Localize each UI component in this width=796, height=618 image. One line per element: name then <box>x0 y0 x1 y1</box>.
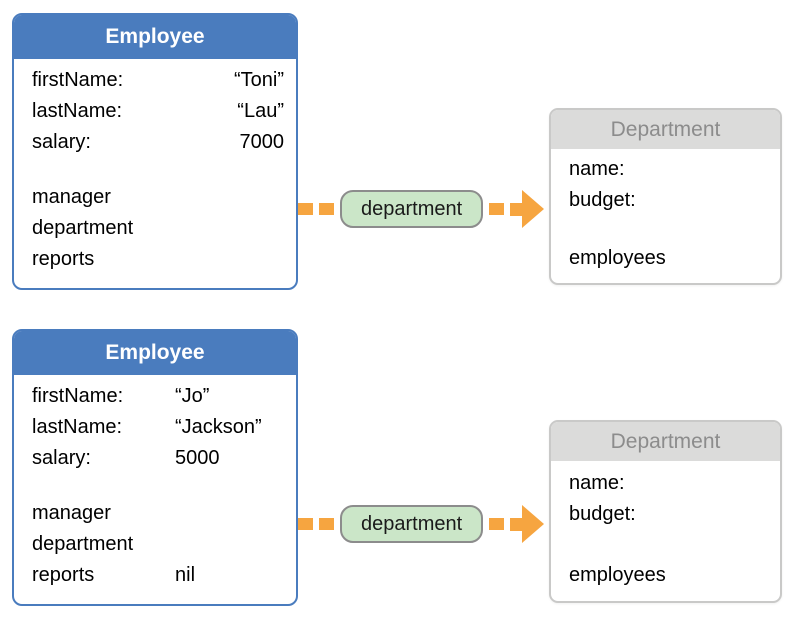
employee-card-body: firstName: “Toni” lastName: “Lau” salary… <box>14 59 296 275</box>
attribute-row: budget: <box>569 185 770 216</box>
attribute-label: budget: <box>569 503 636 525</box>
relationship-name: reports <box>32 564 95 586</box>
attribute-label: firstName: <box>32 69 124 91</box>
attribute-value: “Toni” <box>233 69 284 91</box>
relationship-name: department <box>32 217 134 239</box>
dash-segment <box>489 518 505 530</box>
department-card-title: Department <box>551 422 780 461</box>
row-spacer <box>569 216 770 243</box>
attribute-row: name: <box>569 154 770 185</box>
attribute-label: budget: <box>569 189 636 211</box>
arrow-head <box>522 505 545 543</box>
arrow-right-icon <box>510 190 545 228</box>
attribute-value: “Jo” <box>175 385 210 407</box>
relationship-row: employees <box>569 560 770 591</box>
attribute-label: lastName: <box>32 100 123 122</box>
relationship-row: employees <box>569 243 770 274</box>
dash-segment <box>298 203 313 215</box>
attribute-label: name: <box>569 472 625 494</box>
dash-segment <box>298 518 313 530</box>
department-card-top: Department name: budget: employees <box>549 108 782 285</box>
dash-segment <box>319 203 334 215</box>
attribute-row: lastName: “Jackson” <box>32 412 284 443</box>
employee-card-body: firstName: “Jo” lastName: “Jackson” sala… <box>14 375 296 591</box>
relationship-name: reports <box>32 248 95 270</box>
attribute-row: firstName: “Toni” <box>32 65 284 96</box>
attribute-row: firstName: “Jo” <box>32 381 284 412</box>
attribute-label: lastName: <box>32 416 123 438</box>
relationship-row: reports nil <box>32 560 284 591</box>
relationship-name: employees <box>569 247 666 269</box>
relationship-name: employees <box>569 564 666 586</box>
department-card-bottom: Department name: budget: employees <box>549 420 782 603</box>
attribute-value: “Lau” <box>237 100 284 122</box>
employee-card-title: Employee <box>14 15 296 59</box>
row-spacer <box>569 530 770 560</box>
attribute-label: salary: <box>32 447 91 469</box>
relationship-name: manager <box>32 186 111 208</box>
relationship-row: department <box>32 213 284 244</box>
attribute-row: name: <box>569 468 770 499</box>
relationship-connector-top: department <box>298 190 548 228</box>
attribute-value: “Jackson” <box>175 416 262 438</box>
employee-card-top: Employee firstName: “Toni” lastName: “La… <box>12 13 298 290</box>
row-spacer <box>32 474 284 498</box>
relationship-name: department <box>32 533 134 555</box>
relationship-pill-label: department <box>361 512 463 535</box>
relationship-row: department <box>32 529 284 560</box>
attribute-row: salary: 5000 <box>32 443 284 474</box>
attribute-value: 5000 <box>175 447 220 469</box>
attribute-row: lastName: “Lau” <box>32 96 284 127</box>
arrow-stem <box>510 517 523 531</box>
arrow-right-icon <box>510 505 545 543</box>
department-card-body: name: budget: employees <box>551 461 780 591</box>
relationship-pill-label: department <box>361 197 463 220</box>
dash-segment <box>489 203 505 215</box>
relationship-connector-bottom: department <box>298 505 548 543</box>
arrow-stem <box>510 202 523 216</box>
relationship-pill: department <box>340 505 484 543</box>
arrow-head <box>522 190 545 228</box>
department-card-body: name: budget: employees <box>551 149 780 274</box>
employee-card-title: Employee <box>14 331 296 375</box>
relationship-value: nil <box>175 564 196 586</box>
attribute-label: name: <box>569 158 625 180</box>
relationship-pill: department <box>340 190 484 228</box>
department-card-title: Department <box>551 110 780 149</box>
attribute-row: budget: <box>569 499 770 530</box>
attribute-row: salary: 7000 <box>32 127 284 158</box>
row-spacer <box>32 158 284 182</box>
attribute-label: salary: <box>32 131 91 153</box>
dash-segment <box>319 518 334 530</box>
employee-card-bottom: Employee firstName: “Jo” lastName: “Jack… <box>12 329 298 606</box>
relationship-row: reports <box>32 244 284 275</box>
relationship-row: manager <box>32 498 284 529</box>
attribute-label: firstName: <box>32 385 124 407</box>
relationship-row: manager <box>32 182 284 213</box>
relationship-name: manager <box>32 502 111 524</box>
attribute-value: 7000 <box>239 131 285 153</box>
